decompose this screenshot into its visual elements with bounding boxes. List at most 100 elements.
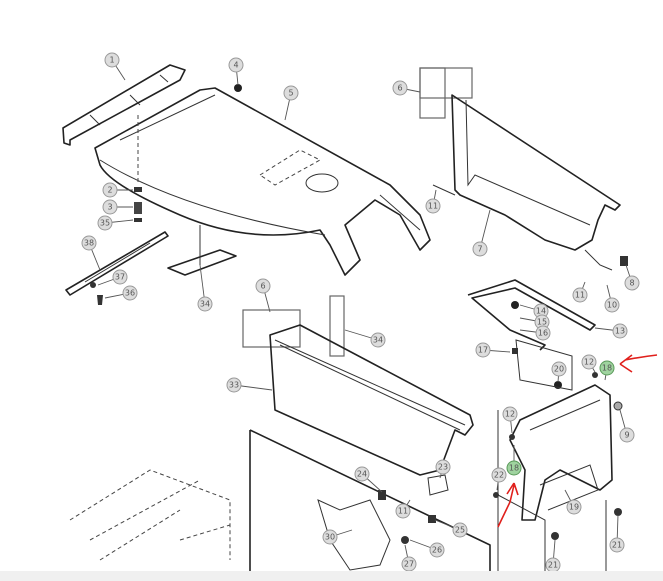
callout-number: 12 [584,358,594,367]
callout-circle [435,459,451,475]
callout-circle [472,241,488,257]
callout-23: 23 [435,459,451,479]
callout-37: 37 [97,269,128,286]
callout-circle [475,342,491,358]
callout-circle [370,332,386,348]
callout-number: 17 [478,346,488,355]
callout-number: 16 [538,329,548,338]
callout-number: 4 [233,61,238,70]
callout-6: 6 [255,278,271,313]
callout-circle [491,467,507,483]
callout-12: 12 [502,406,518,434]
callout-2: 2 [102,182,133,198]
callout-4: 4 [228,57,244,86]
callout-number: 1 [109,56,114,65]
callout-circle [566,499,582,515]
callout-number: 37 [115,273,125,282]
callout-number: 10 [607,301,617,310]
callout-18: 18 [506,445,522,476]
callout-circle [429,542,445,558]
callout-21: 21 [609,514,625,553]
lower-frame [69,429,491,571]
callout-circle [624,275,640,291]
callout-number: 33 [229,381,239,390]
callout-number: 27 [404,560,414,569]
callout-number: 6 [397,84,402,93]
callout-number: 21 [548,561,558,570]
callout-number: 11 [428,202,438,211]
callout-30: 30 [322,529,353,545]
callout-circle [81,235,97,251]
callout-number: 38 [84,239,94,248]
callout-circle [102,199,118,215]
callout-number: 25 [455,526,465,535]
callout-19: 19 [564,489,582,515]
callout-number: 6 [260,282,265,291]
callout-number: 18 [602,364,612,373]
callout-circle [322,529,338,545]
wire-bracket [467,279,596,354]
callout-number: 26 [432,546,442,555]
hood-front-piece [62,64,186,146]
callout-number: 24 [357,470,367,479]
callout-circle [112,269,128,285]
callout-20: 20 [551,361,567,383]
callout-circle [599,360,615,376]
annotation-arrow-lower [497,482,519,528]
callout-circle [255,278,271,294]
callout-16: 16 [519,325,551,341]
callout-number: 18 [509,464,519,473]
callout-number: 35 [100,219,110,228]
callout-number: 14 [536,307,546,316]
callout-circle [551,361,567,377]
callout-number: 13 [615,327,625,336]
callout-number: 30 [325,533,335,542]
callout-11: 11 [572,281,588,303]
callout-number: 23 [438,463,448,472]
callout-number: 15 [537,318,547,327]
callout-circle [104,52,120,68]
callout-number: 34 [373,336,383,345]
callout-35: 35 [97,215,134,231]
callout-34: 34 [344,329,386,348]
callout-circle [452,522,468,538]
callout-number: 11 [575,291,585,300]
callout-number: 3 [107,203,112,212]
callout-number: 12 [505,410,515,419]
callout-circle [97,215,113,231]
bottom-bar [0,571,663,581]
hood [94,87,431,276]
callout-13: 13 [594,323,628,339]
callout-11: 11 [395,499,411,519]
callout-number: 2 [107,186,112,195]
callout-1: 1 [104,52,126,81]
callout-circle [619,427,635,443]
callout-26: 26 [409,539,445,558]
callout-number: 19 [569,503,579,512]
callout-27: 27 [401,544,417,572]
callout-number: 11 [398,507,408,516]
callout-11: 11 [425,189,441,214]
callout-34: 34 [197,264,213,312]
callout-9: 9 [619,409,635,443]
callout-circle [604,297,620,313]
callout-number: 5 [288,89,293,98]
foam-pad [167,225,237,276]
callout-17: 17 [475,342,511,358]
callout-circle [581,354,597,370]
callout-8: 8 [624,264,640,291]
callout-circle [226,377,242,393]
callout-22: 22 [491,467,507,491]
callout-21: 21 [545,539,561,573]
callout-circle [395,503,411,519]
dash-panel [242,295,474,476]
callout-circle [283,85,299,101]
console-bracket [493,339,623,571]
callout-10: 10 [604,284,620,313]
callout-circle [197,296,213,312]
callout-38: 38 [81,235,101,271]
side-rail [65,231,169,305]
